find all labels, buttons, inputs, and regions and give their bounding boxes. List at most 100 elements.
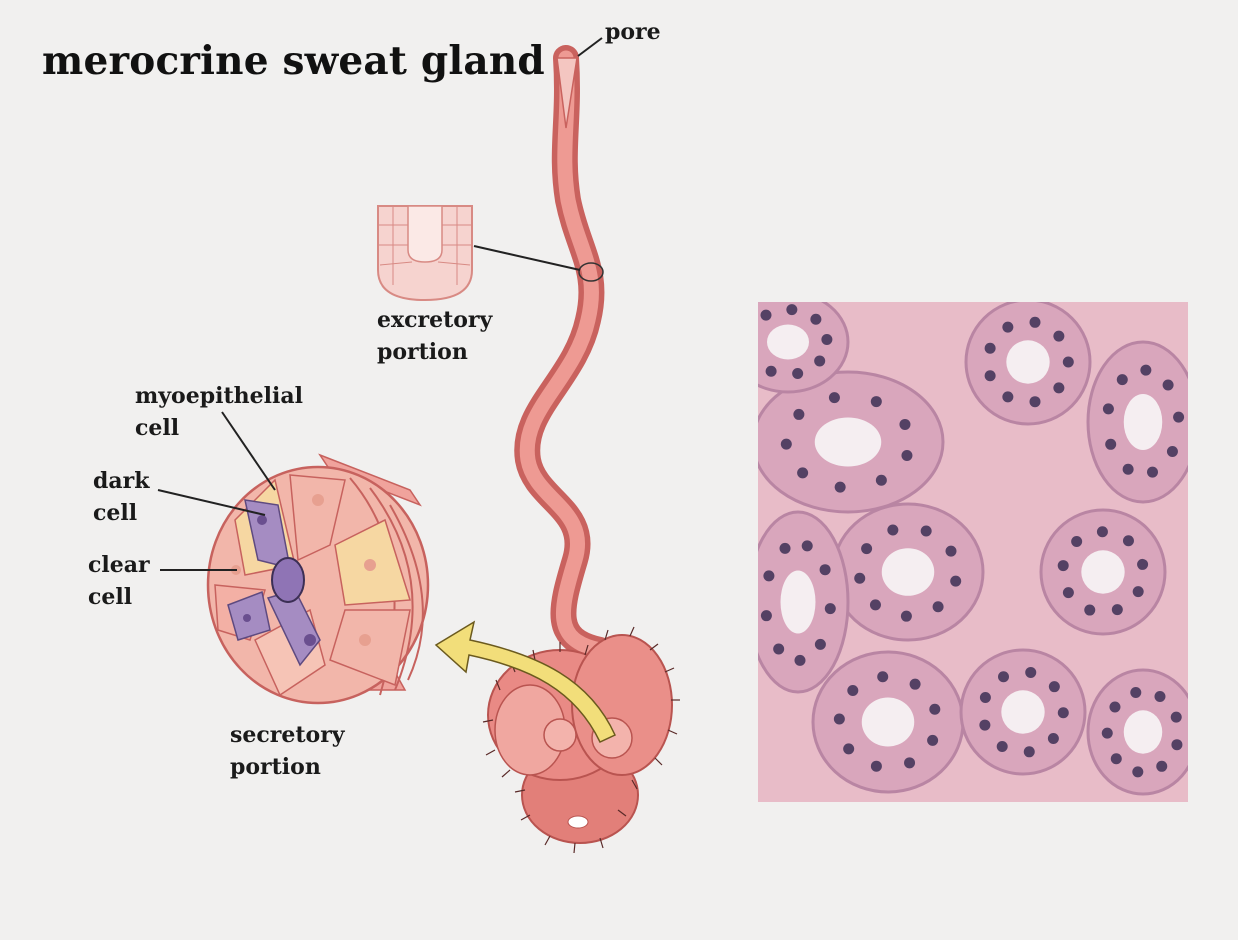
tubule-lumen [881,548,935,596]
pore-leader-line [577,37,603,57]
label-myoepithelial-line2: cell [135,415,180,441]
label-clear-line1: clear [88,552,150,578]
tubule-lumen [1123,710,1163,754]
cell-nucleus [984,370,996,382]
cell-nucleus [773,643,785,655]
pore-opening [556,57,578,129]
cell-nucleus [1166,446,1178,458]
secretory-section [206,453,430,705]
label-myoepithelial-line1: myoepithelial [135,383,303,409]
cell-nucleus [1023,746,1035,758]
tubule-lumen [767,324,809,360]
cell-nucleus [950,575,962,587]
cell-nucleus [1156,760,1168,772]
cell-nucleus [763,570,775,582]
cell-nucleus [792,367,804,379]
cell-nucleus [875,474,887,486]
cell-nucleus [904,757,916,769]
tubule-lumen [1001,690,1045,734]
cell-nucleus [869,599,881,611]
cell-nucleus [1116,374,1128,386]
tubule-lumen [1006,340,1050,384]
cell-nucleus [1048,681,1060,693]
cell-nucleus [1002,321,1014,333]
cell-nucleus [1053,330,1065,342]
cell-nucleus [870,760,882,772]
cell-nucleus [998,671,1010,683]
cell-nucleus [786,304,798,316]
cell-nucleus [877,671,889,683]
cell-nucleus [1002,391,1014,403]
cell-nucleus [814,638,826,650]
label-secretory-line1: secretory [230,722,345,748]
dark-cell-leader-line [157,489,266,516]
cell-nucleus [899,418,911,430]
cell-nucleus [843,743,855,755]
cell-nucleus [793,408,805,420]
cell-nucleus [1029,396,1041,408]
cell-nucleus [861,543,873,555]
cell-nucleus [1122,535,1134,547]
label-excretory-line1: excretory [377,307,493,333]
excretory-section-inset [377,205,473,302]
label-clear-line2: cell [88,584,133,610]
cell-nucleus [819,564,831,576]
cell-nucleus [927,734,939,746]
cell-nucleus [1154,691,1166,703]
cell-nucleus [945,545,957,557]
cell-nucleus [1140,364,1152,376]
cell-nucleus [929,703,941,715]
cell-nucleus [1132,586,1144,598]
cell-nucleus [1062,356,1074,368]
cell-nucleus [824,603,836,615]
cell-nucleus [1057,560,1069,572]
tubule-lumen [814,417,882,467]
diagram-title: merocrine sweat gland [42,38,545,84]
cell-nucleus [1170,711,1182,723]
cell-nucleus [833,713,845,725]
tubule-lumen [1081,550,1125,594]
cell-nucleus [870,396,882,408]
cell-nucleus [1132,766,1144,778]
tubule-lumen [780,570,816,634]
cell-nucleus [1137,558,1149,570]
cell-nucleus [1029,316,1041,328]
cell-nucleus [909,678,921,690]
cell-nucleus [794,654,806,666]
cell-nucleus [1105,438,1117,450]
cell-nucleus [779,542,791,554]
cell-nucleus [1101,727,1113,739]
cell-nucleus [1096,526,1108,538]
cell-nucleus [932,601,944,613]
label-dark-line2: cell [93,500,138,526]
cell-nucleus [1102,403,1114,415]
cell-nucleus [1084,604,1096,616]
coiled-gland [482,626,680,854]
cell-nucleus [1047,732,1059,744]
cell-nucleus [900,610,912,622]
cell-nucleus [979,692,991,704]
cell-nucleus [854,572,866,584]
cell-nucleus [780,438,792,450]
cell-nucleus [1109,701,1121,713]
cell-nucleus [1025,666,1037,678]
label-dark-line1: dark [93,468,150,494]
myoepithelial-leader-line [221,411,276,491]
cell-nucleus [821,334,833,346]
histology-micrograph [758,302,1188,802]
cell-nucleus [834,481,846,493]
cell-nucleus [1130,687,1142,699]
micrograph-image [758,302,1188,802]
cell-nucleus [801,540,813,552]
cell-nucleus [1062,587,1074,599]
excretory-duct-highlight [519,50,608,658]
cell-nucleus [1110,753,1122,765]
cell-nucleus [984,342,996,354]
label-secretory-line2: portion [230,754,321,780]
cell-nucleus [1122,463,1134,475]
label-pore: pore [605,19,661,45]
cell-nucleus [828,392,840,404]
cell-nucleus [810,313,822,325]
cell-nucleus [1162,379,1174,391]
